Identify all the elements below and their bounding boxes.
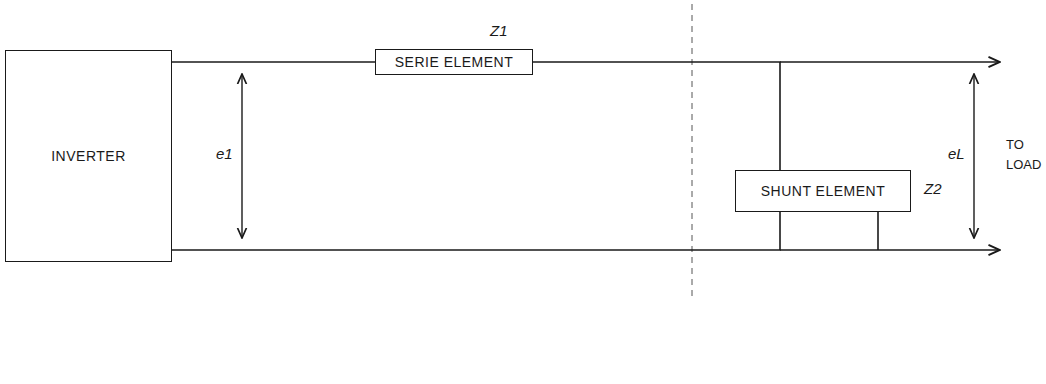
output-wire [780, 61, 1000, 63]
voltage-label: e1 [214, 145, 235, 162]
node-text: SHUNT ELEMENT [761, 183, 885, 199]
node-text: SERIE ELEMENT [395, 54, 514, 70]
impedance-label: Z1 [488, 22, 510, 39]
voltage-arrow [973, 74, 974, 238]
node-text: INVERTER [51, 148, 126, 164]
output-wire [780, 249, 1000, 251]
wire-connector [172, 212, 780, 250]
shunt-lead [877, 212, 879, 250]
series-element-box: SERIE ELEMENT [375, 49, 533, 75]
section-divider [692, 4, 693, 300]
wire-connector [533, 62, 780, 170]
voltage-arrow [241, 74, 242, 238]
load-label: TO LOAD [1004, 135, 1046, 175]
shunt-element-box: SHUNT ELEMENT [735, 170, 911, 212]
wire-connector [172, 61, 375, 63]
impedance-label: Z2 [922, 180, 944, 197]
voltage-label: eL [946, 145, 967, 162]
inverter-box: INVERTER [5, 50, 172, 262]
